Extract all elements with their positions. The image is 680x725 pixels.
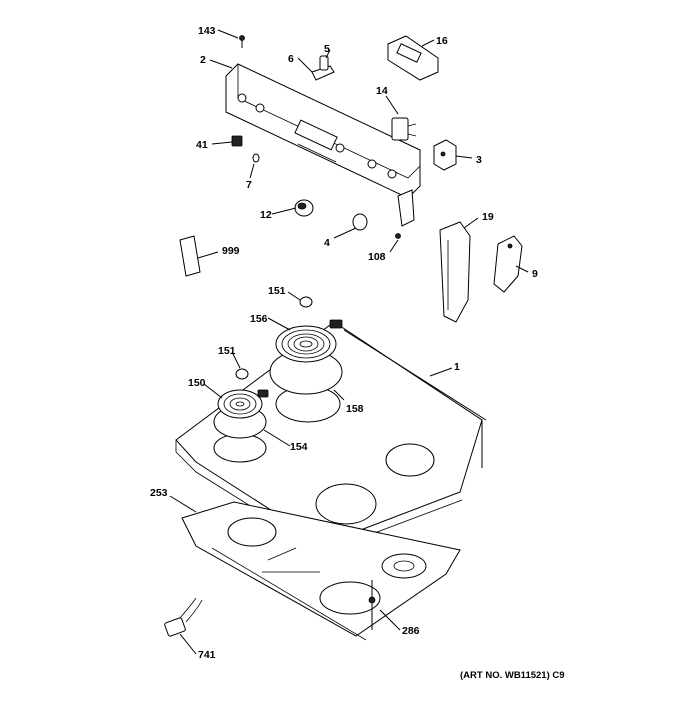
label-151-bottom: 151 <box>218 345 236 357</box>
small-surface-element-part-150 <box>213 389 269 439</box>
label-156: 156 <box>250 313 268 325</box>
label-999: 999 <box>222 245 240 257</box>
label-143: 143 <box>198 25 216 37</box>
label-1: 1 <box>454 361 460 373</box>
label-154: 154 <box>290 441 308 453</box>
label-253: 253 <box>150 487 168 499</box>
leader-lines <box>169 29 529 655</box>
label-3: 3 <box>476 154 482 166</box>
label-14: 14 <box>376 85 388 97</box>
label-6: 6 <box>288 53 294 65</box>
literature-part-999 <box>179 235 201 277</box>
bolt-part-286 <box>368 580 376 630</box>
label-9: 9 <box>532 268 538 280</box>
label-151-top: 151 <box>268 285 286 297</box>
label-741: 741 <box>198 649 216 661</box>
terminal-block-part-741 <box>164 597 203 637</box>
label-5: 5 <box>324 43 330 55</box>
label-41: 41 <box>196 139 208 151</box>
large-surface-element-part-156 <box>269 319 343 395</box>
knob-part-4 <box>352 213 368 231</box>
screw-part-143 <box>239 35 245 48</box>
switch-part-41 <box>231 135 243 147</box>
clock-timer-part-16 <box>387 35 439 81</box>
switch-part-14 <box>391 117 417 141</box>
indicator-light-part-7 <box>252 153 260 163</box>
art-number: (ART NO. WB11521) C9 <box>460 670 565 681</box>
receptacle-part-151-bottom <box>235 368 249 380</box>
control-panel-backsplash <box>225 63 421 227</box>
label-7: 7 <box>246 179 252 191</box>
clip-part-5 <box>319 55 329 71</box>
clip-part-108 <box>395 233 401 239</box>
label-12: 12 <box>260 209 272 221</box>
label-286: 286 <box>402 625 420 637</box>
side-trim-part-19 <box>439 221 471 323</box>
part-labels: 143 2 6 5 16 14 41 7 3 12 4 108 19 999 9… <box>150 25 565 681</box>
bottom-tray-part-253 <box>181 501 461 641</box>
label-4: 4 <box>324 237 330 249</box>
label-158: 158 <box>346 403 364 415</box>
end-cap-part-9 <box>493 235 523 293</box>
label-108: 108 <box>368 251 386 263</box>
label-19: 19 <box>482 211 494 223</box>
label-150: 150 <box>188 377 206 389</box>
knob-part-12 <box>294 199 314 217</box>
receptacle-part-151-top <box>299 296 313 308</box>
label-2: 2 <box>200 54 206 66</box>
infinite-switch-part-3 <box>433 139 457 171</box>
label-16: 16 <box>436 35 448 47</box>
main-cooktop-part-1 <box>175 321 487 553</box>
